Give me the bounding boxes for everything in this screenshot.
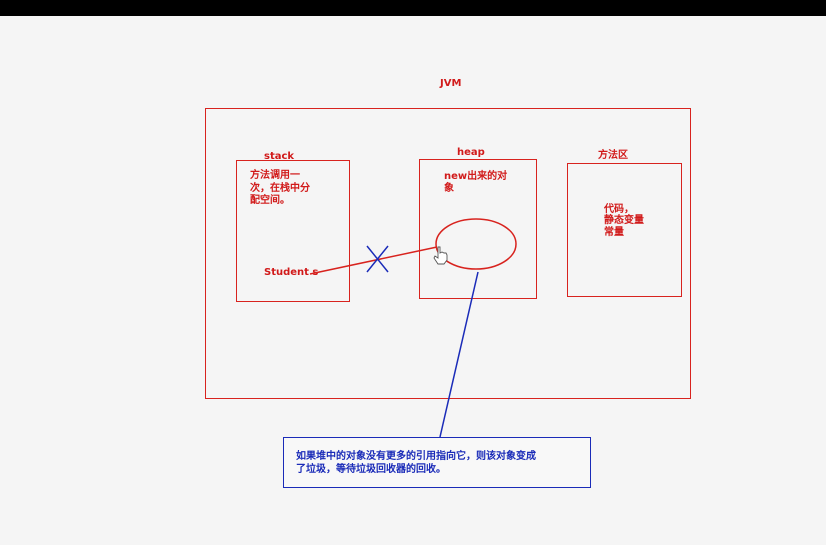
heap-box — [419, 159, 537, 299]
reference-line — [309, 246, 438, 275]
heap-desc-line1: new出来的对 — [444, 171, 508, 182]
method-area-line1: 代码， — [604, 204, 634, 215]
method-area-line2: 静态变量 — [604, 215, 644, 226]
gc-note-box: 如果堆中的对象没有更多的引用指向它，则该对象变成 了垃圾，等待垃圾回收器的回收。 — [283, 437, 591, 488]
heap-desc-line2: 象 — [444, 183, 454, 194]
method-area-title: 方法区 — [598, 150, 628, 161]
heap-title: heap — [457, 147, 485, 158]
stack-desc-line2: 次，在栈中分 — [250, 183, 310, 194]
jvm-box — [205, 108, 691, 399]
method-area-line3: 常量 — [604, 227, 624, 238]
hand-cursor-icon — [433, 246, 448, 265]
jvm-title: JVM — [440, 78, 462, 89]
heap-object-ellipse — [435, 218, 517, 270]
note-pointer-line — [439, 271, 479, 438]
cross-icon — [366, 245, 389, 273]
top-bar — [0, 0, 826, 16]
stack-variable-label: Student s — [264, 267, 319, 278]
stack-desc-line1: 方法调用一 — [250, 170, 300, 181]
stack-title: stack — [264, 151, 295, 162]
method-area-box — [567, 163, 682, 297]
gc-note-line2: 了垃圾，等待垃圾回收器的回收。 — [296, 464, 446, 475]
stack-desc-line3: 配空间。 — [250, 195, 290, 206]
stack-box — [236, 160, 350, 302]
gc-note-line1: 如果堆中的对象没有更多的引用指向它，则该对象变成 — [296, 451, 536, 462]
